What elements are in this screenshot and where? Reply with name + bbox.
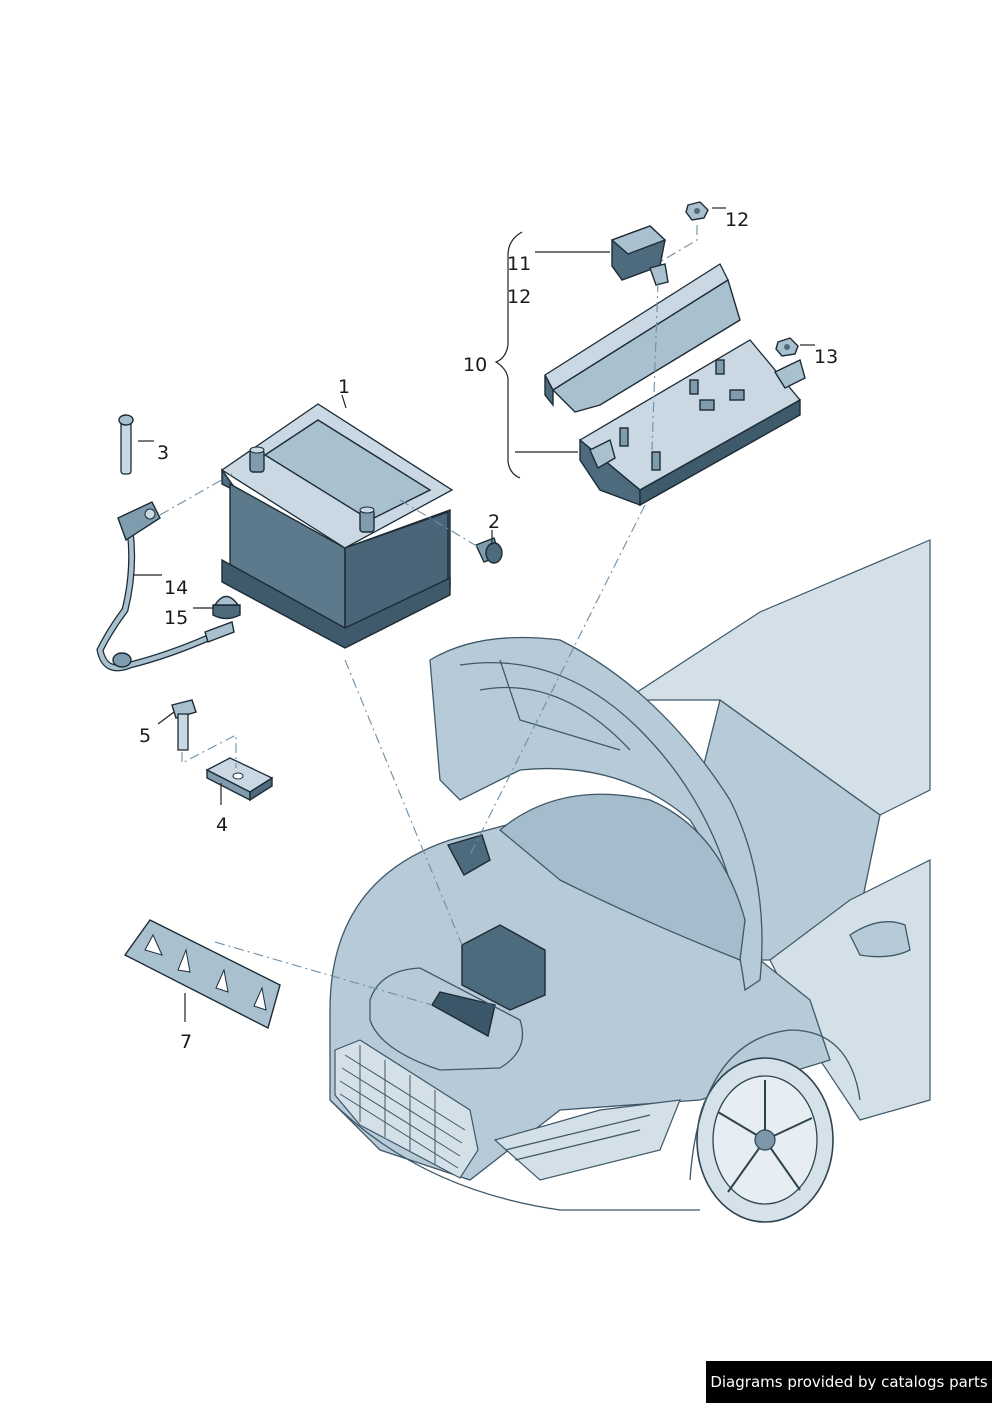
callout-5: 5 [139,725,151,747]
callout-4: 4 [216,814,228,836]
callout-13: 13 [814,346,838,368]
diagram-credit-text: Diagrams provided by catalogs parts [710,1373,988,1391]
relay-part-11 [610,225,669,286]
callout-11: 11 [507,253,531,275]
assembly-dashed-lines [159,225,698,1006]
warning-label-part-7 [123,919,281,1030]
callout-14: 14 [164,577,188,599]
bolt-part-5 [171,699,197,751]
callout-1: 1 [338,376,350,398]
car-illustration [329,539,931,1223]
callout-2: 2 [488,511,500,533]
bolt-part-3 [118,414,134,475]
callout-7: 7 [180,1031,192,1053]
nut-part-12 [685,201,709,221]
callout-10: 10 [463,354,487,376]
fuse-box-part-10 [544,263,806,507]
vent-plug-part [475,537,503,564]
callout-labels: 1 2 3 4 5 7 10 11 12 12 13 14 15 [139,209,838,1053]
cap-nut-part-15 [212,595,241,620]
diagram-credit-badge[interactable]: Diagrams provided by catalogs parts [706,1361,992,1403]
callout-12-group: 12 [507,286,531,308]
callout-15: 15 [164,607,188,629]
callout-12: 12 [725,209,749,231]
battery-part [220,403,454,649]
ground-cable-part-14 [96,501,235,672]
bracket-part-4 [205,757,274,802]
callout-leader-lines [133,207,815,1022]
callout-3: 3 [157,442,169,464]
nut-part-13 [775,337,799,357]
